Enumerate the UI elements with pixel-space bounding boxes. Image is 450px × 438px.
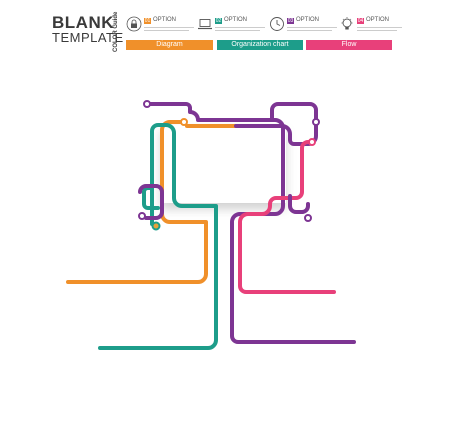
lightbulb-icon	[341, 17, 353, 30]
clock-icon	[270, 17, 284, 31]
end-dot-purple-left	[143, 100, 151, 108]
option-4-number: 04	[357, 18, 364, 24]
end-dot-orange-top	[180, 118, 188, 126]
text-line	[215, 27, 265, 28]
center-panel	[161, 125, 286, 203]
end-dot-teal-filled	[151, 221, 161, 231]
option-3-label: OPTION	[296, 17, 320, 23]
text-line	[144, 30, 189, 31]
text-line	[357, 27, 402, 28]
text-line	[215, 30, 260, 31]
end-dot-pink	[308, 138, 316, 146]
option-3-number: 03	[287, 18, 294, 24]
option-4-label: OPTION	[366, 17, 390, 23]
title-template: TEMPLATE	[52, 30, 124, 45]
option-2: 02 OPTION	[197, 16, 277, 36]
option-2-label: OPTION	[224, 17, 248, 23]
title-blank: BLANK	[52, 13, 114, 32]
end-dot-left-hook	[138, 212, 146, 220]
text-line	[287, 27, 337, 28]
option-1-label: OPTION	[153, 17, 177, 23]
template-title: BLANK TEMPLATE	[52, 14, 124, 45]
category-diagram: Diagram	[126, 40, 213, 50]
lock-icon	[126, 16, 142, 32]
purple-left-hook	[138, 184, 164, 220]
option-1: 01 OPTION	[126, 16, 206, 36]
teal-line	[98, 123, 218, 350]
teal-left-box	[142, 186, 160, 210]
option-4: 04 OPTION	[339, 16, 419, 36]
text-line	[144, 27, 194, 28]
laptop-icon	[198, 19, 212, 30]
end-dot-purple-lower	[304, 214, 312, 222]
end-dot-purple-right	[312, 118, 320, 126]
category-organization-chart: Organization chart	[217, 40, 303, 50]
category-flow: Flow	[306, 40, 392, 50]
option-1-number: 01	[144, 18, 151, 24]
option-2-number: 02	[215, 18, 222, 24]
text-line	[287, 30, 332, 31]
pink-line	[238, 140, 336, 294]
text-line	[357, 30, 397, 31]
purple-line	[148, 102, 356, 344]
option-3: 03 OPTION	[269, 16, 349, 36]
